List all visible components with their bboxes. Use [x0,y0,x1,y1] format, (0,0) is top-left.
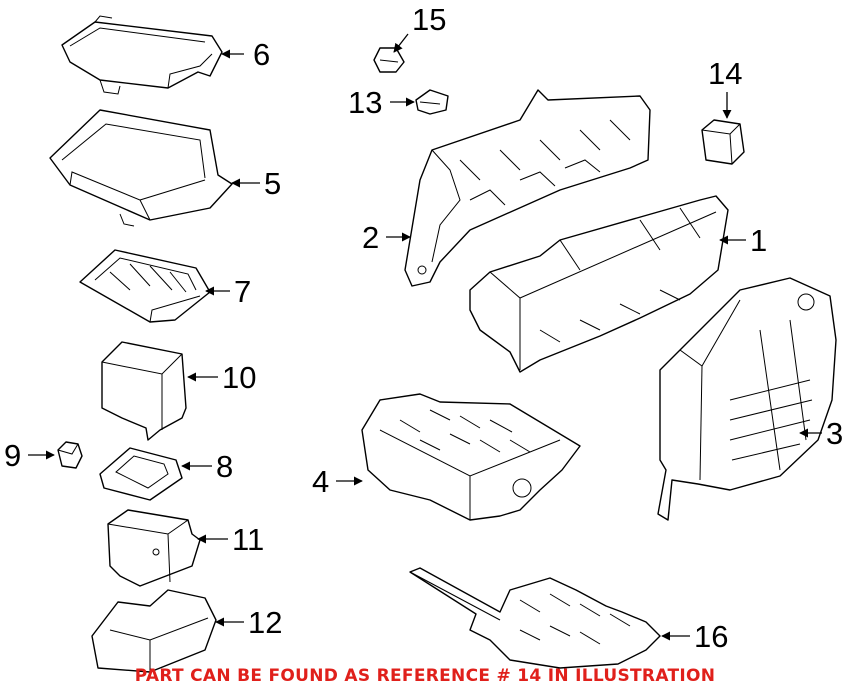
part-7-relay-base [79,249,211,323]
part-2-panel [404,89,651,287]
callout-15: 15 [412,2,446,37]
callout-5: 5 [264,166,281,201]
callout-16: 16 [694,619,728,654]
part-9-cap [57,441,83,469]
part-16-carrier [409,567,661,669]
callout-12: 12 [248,605,282,640]
callout-14: 14 [708,56,742,91]
callout-11: 11 [232,522,264,557]
callout-2: 2 [362,220,379,255]
part-8-socket [99,447,183,501]
part-11-relay [107,509,201,587]
callout-6: 6 [253,37,270,72]
part-15-clip [373,47,405,73]
leader-lines [28,33,822,641]
callout-7: 7 [234,274,251,309]
part-5-housing [49,109,233,227]
part-14-relay [701,119,745,165]
callout-4: 4 [312,464,329,499]
part-12-cover [91,589,217,673]
callout-10: 10 [222,360,256,395]
callout-8: 8 [216,449,233,484]
callout-9: 9 [4,438,21,473]
reference-note: PART CAN BE FOUND AS REFERENCE # 14 IN I… [134,666,716,686]
part-4-module [361,393,581,521]
part-6-cover [61,15,223,95]
part-1-fuse-block [469,195,729,373]
callout-1: 1 [750,223,767,258]
callout-3: 3 [826,416,843,451]
callout-13: 13 [348,85,382,120]
part-3-cover [657,277,837,521]
part-10-relay [101,341,187,441]
part-13-clip [415,89,449,115]
